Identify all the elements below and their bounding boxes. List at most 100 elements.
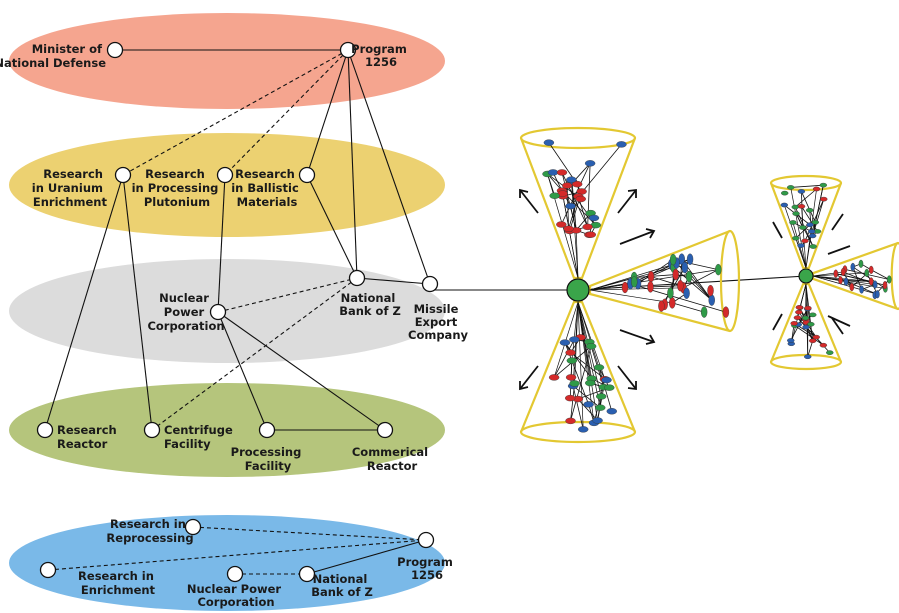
cluster-dot: [563, 225, 574, 232]
cluster-dot: [621, 281, 629, 294]
node-program[interactable]: [339, 41, 357, 59]
cone-edge: [553, 339, 575, 378]
cluster-dot: [606, 408, 617, 415]
cluster-dot: [840, 267, 846, 277]
cluster-dot: [715, 263, 722, 276]
cone-edge: [801, 206, 818, 232]
edge-enrichment-program: [47, 539, 427, 571]
node-processing[interactable]: [258, 421, 276, 439]
cluster-dot: [797, 204, 806, 209]
cone-edge: [812, 185, 824, 236]
cone-edge: [574, 301, 579, 384]
arrow-lower-left: [519, 365, 539, 391]
node-commercial[interactable]: [376, 421, 394, 439]
cone-clusters: [519, 126, 899, 444]
cone-edge: [799, 283, 807, 308]
node-uranium[interactable]: [114, 166, 132, 184]
label-npc: Nuclear Power Corporation: [147, 291, 224, 333]
label-enrichment: Research in Enrichment: [78, 569, 158, 597]
edge-uranium-reactor: [44, 174, 124, 431]
cone2-top-rim: [769, 174, 843, 192]
cluster-dot: [548, 374, 560, 381]
cone-bottom-rim: [519, 420, 637, 444]
arrow2-right-upper: [827, 245, 851, 255]
cone-edge: [570, 352, 607, 381]
cone-right-outline: [588, 229, 731, 333]
cluster-dot: [583, 401, 594, 408]
cluster-dot: [799, 225, 807, 230]
cluster-dot: [849, 282, 855, 292]
edge-program-missile: [347, 49, 431, 285]
hub-node-small[interactable]: [798, 268, 814, 284]
cone-edge: [790, 184, 824, 188]
node-npc-bottom[interactable]: [226, 565, 244, 583]
node-ballistic[interactable]: [298, 166, 316, 184]
cone2-right-outline: [811, 241, 899, 311]
arrow2-lower-left: [772, 313, 783, 331]
edge-program-uranium: [122, 49, 349, 176]
node-npc[interactable]: [209, 303, 227, 321]
cone-edge: [650, 285, 681, 288]
cluster-dot: [793, 315, 802, 320]
cluster-dot: [559, 339, 571, 346]
cluster-dot: [672, 268, 679, 281]
cluster-dot: [787, 185, 795, 190]
cluster-dot: [658, 300, 665, 312]
node-bank-bottom[interactable]: [298, 565, 316, 583]
cluster-dot: [801, 238, 809, 244]
arrow-upper-right: [617, 188, 637, 214]
edge-program-bank: [347, 49, 358, 279]
edge-ballistic-bank: [306, 174, 358, 279]
node-minister[interactable]: [106, 41, 124, 59]
cluster-dot: [807, 321, 815, 327]
node-missile[interactable]: [421, 275, 439, 293]
label-bank: National Bank of Z: [339, 291, 401, 318]
cone2-bottom: [769, 282, 843, 371]
cluster-dot: [604, 384, 615, 391]
label-processing: Processing Facility: [231, 445, 306, 473]
edge-bank-missile: [356, 277, 431, 285]
edge-npc-bank: [217, 277, 358, 313]
cluster-dot: [858, 259, 864, 268]
cluster-dot: [595, 404, 606, 411]
cluster-dot: [700, 306, 708, 318]
cone-edge: [577, 398, 598, 421]
nodes: [36, 41, 439, 583]
cluster-dot: [797, 243, 805, 248]
cone-edge: [650, 276, 681, 287]
cluster-dot: [566, 357, 578, 364]
cluster-dot: [647, 281, 654, 293]
cluster-dot: [787, 338, 795, 343]
cone-edge: [577, 301, 601, 408]
cluster-dot: [805, 207, 814, 213]
cluster-dot: [812, 186, 821, 192]
edges: [44, 49, 807, 575]
cluster-dot: [565, 394, 576, 402]
cluster-dot: [585, 379, 596, 387]
hub-node-large[interactable]: [566, 278, 590, 302]
cluster-dot: [631, 276, 638, 288]
node-reactor[interactable]: [36, 421, 54, 439]
edge-bank-centrifuge: [151, 277, 358, 431]
cone-edge: [673, 266, 713, 301]
cluster-dot: [667, 287, 674, 299]
node-centrifuge[interactable]: [143, 421, 161, 439]
cluster-dot: [802, 324, 810, 330]
node-enrichment[interactable]: [39, 561, 57, 579]
cone-edge: [790, 187, 807, 269]
cluster-dot: [677, 279, 684, 292]
cluster-dot: [575, 195, 586, 203]
cluster-dot: [819, 182, 828, 188]
cone-edge: [852, 266, 863, 290]
cluster-dot: [809, 338, 817, 344]
node-bank[interactable]: [348, 269, 366, 287]
cone-edge: [871, 269, 890, 280]
edge-npc-processing: [217, 311, 268, 431]
cluster-dot: [708, 294, 715, 306]
cluster-dot: [826, 350, 834, 355]
node-plutonium[interactable]: [216, 166, 234, 184]
node-reprocessing[interactable]: [184, 518, 202, 536]
node-program-bottom[interactable]: [417, 531, 435, 549]
cluster-dot: [549, 192, 560, 199]
